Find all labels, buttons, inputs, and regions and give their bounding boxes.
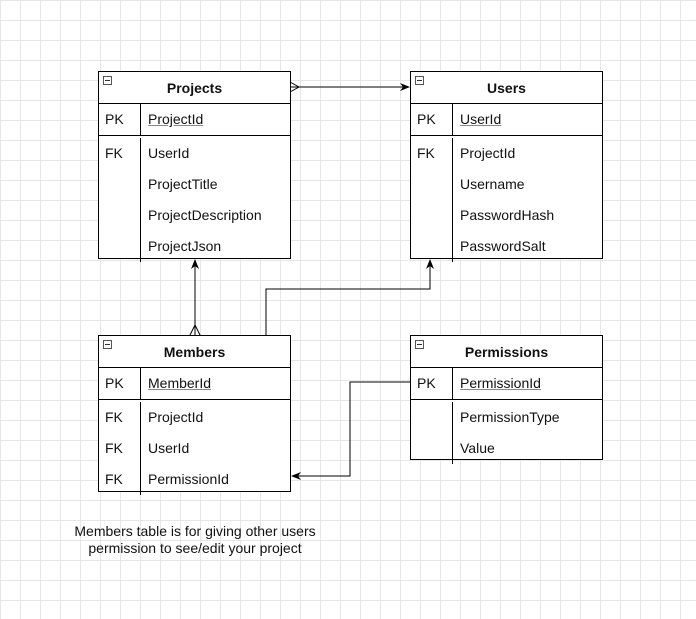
field-row[interactable]: PermissionType [460, 409, 560, 425]
field-row[interactable]: ProjectTitle [148, 176, 218, 192]
field-row[interactable]: PermissionId [453, 368, 602, 399]
field-row[interactable]: ProjectId [148, 409, 204, 425]
key-label [99, 231, 140, 262]
pk-section: PK ProjectId [99, 104, 290, 136]
fields-section: FK UserId ProjectTitle ProjectDescriptio… [99, 136, 290, 262]
entity-header[interactable]: Projects [99, 72, 290, 104]
key-label [99, 200, 140, 231]
field-name: PermissionId [460, 375, 541, 391]
pk-section: PK PermissionId [411, 368, 602, 400]
field-row[interactable]: ProjectId [460, 145, 516, 161]
connector-permissions-members[interactable] [291, 381, 410, 480]
collapse-icon[interactable] [415, 76, 424, 85]
entity-header[interactable]: Users [411, 72, 602, 104]
field-row[interactable]: ProjectDescription [148, 207, 262, 223]
entity-header[interactable]: Members [99, 336, 290, 368]
field-row[interactable]: UserId [148, 145, 190, 161]
field-row[interactable]: Value [460, 440, 495, 456]
key-label [411, 231, 452, 262]
key-label [411, 169, 452, 200]
entity-members[interactable]: Members PK MemberId FK FK FK ProjectId U… [98, 335, 291, 495]
field-row[interactable]: Username [460, 176, 525, 192]
key-label [411, 200, 452, 231]
field-name: MemberId [148, 375, 212, 391]
field-name: ProjectId [148, 111, 204, 127]
field-row[interactable]: ProjectJson [148, 238, 222, 254]
key-label: PK [417, 111, 436, 127]
connector-members-users[interactable] [265, 259, 434, 335]
field-row[interactable]: PasswordSalt [460, 238, 546, 254]
pk-section: PK MemberId [99, 368, 290, 400]
entity-users[interactable]: Users PK UserId FK ProjectId Username Pa… [410, 71, 603, 262]
collapse-icon[interactable] [103, 340, 112, 349]
fields-section: FK FK FK ProjectId UserId PermissionId [99, 400, 290, 495]
collapse-icon[interactable] [103, 76, 112, 85]
field-name: UserId [460, 111, 502, 127]
key-label: FK [105, 409, 123, 425]
field-row[interactable]: PasswordHash [460, 207, 555, 223]
key-label [99, 169, 140, 200]
key-label: FK [105, 145, 123, 161]
note-line: Members table is for giving other users [74, 523, 316, 539]
entity-title: Users [487, 79, 526, 96]
key-label: PK [417, 375, 436, 391]
pk-section: PK UserId [411, 104, 602, 136]
key-label: FK [105, 440, 123, 456]
field-row[interactable]: ProjectId [141, 104, 290, 135]
entity-title: Members [163, 343, 226, 360]
entity-title: Permissions [464, 343, 549, 360]
entity-header[interactable]: Permissions [411, 336, 602, 368]
key-label [411, 402, 452, 433]
collapse-icon[interactable] [415, 340, 424, 349]
diagram-note[interactable]: Members table is for giving other users … [60, 523, 330, 557]
key-label [411, 433, 452, 464]
field-row[interactable]: UserId [148, 440, 190, 456]
field-row[interactable]: PermissionId [148, 471, 229, 487]
connector-projects-users[interactable] [289, 81, 410, 93]
key-label: FK [417, 145, 435, 161]
key-label: PK [105, 111, 124, 127]
entity-permissions[interactable]: Permissions PK PermissionId PermissionTy… [410, 335, 603, 464]
field-row[interactable]: UserId [453, 104, 602, 135]
fields-section: FK ProjectId Username PasswordHash Passw… [411, 136, 602, 262]
field-row[interactable]: MemberId [141, 368, 290, 399]
note-line: permission to see/edit your project [88, 540, 302, 556]
key-label: PK [105, 375, 124, 391]
entity-projects[interactable]: Projects PK ProjectId FK UserId ProjectT… [98, 71, 291, 262]
entity-title: Projects [166, 79, 223, 96]
key-label: FK [105, 471, 123, 487]
fields-section: PermissionType Value [411, 400, 602, 464]
connector-members-projects[interactable] [189, 259, 201, 336]
